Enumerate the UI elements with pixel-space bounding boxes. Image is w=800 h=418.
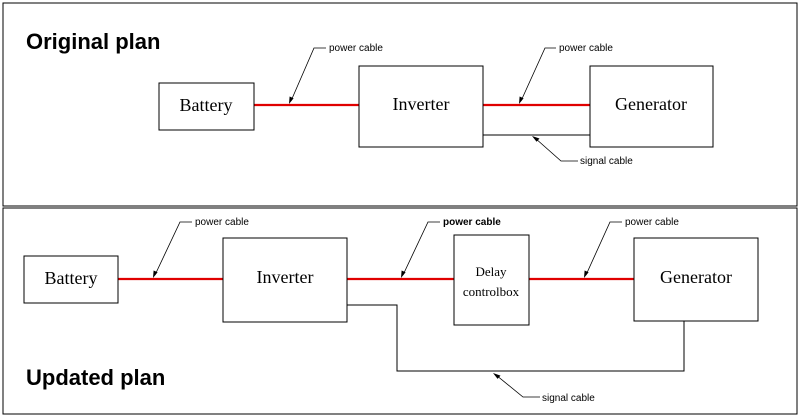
original-inverter-label: Inverter [393,94,450,114]
updated-signal-cable [347,304,685,372]
updated-plan-frame [2,207,798,415]
updated-power-cable-callout-2: power cable [401,217,501,278]
updated-plan-title: Updated plan [26,365,165,390]
updated-battery-box: Battery [23,255,119,304]
updated-inverter-label: Inverter [257,267,314,287]
original-battery-box: Battery [158,82,255,131]
updated-inverter-box: Inverter [222,237,348,323]
original-generator-box: Generator [589,65,714,148]
updated-delay-label-line2: controlbox [463,284,520,299]
original-plan-panel: Original plan Battery Inverter Generator… [2,2,798,207]
original-power-cable-callout-2: power cable [519,43,613,104]
original-inverter-box: Inverter [358,65,484,148]
updated-generator-label: Generator [660,267,732,287]
updated-power-cable-label-1: power cable [195,217,249,228]
original-signal-cable-label: signal cable [580,156,633,167]
updated-signal-cable-label: signal cable [542,393,595,404]
updated-power-cable-callout-3: power cable [584,217,679,278]
updated-delay-label-line1: Delay [475,264,507,279]
original-generator-label: Generator [615,94,687,114]
original-plan-title: Original plan [26,29,160,54]
original-battery-label: Battery [180,95,233,115]
updated-plan-panel: Updated plan Battery Inverter Delay cont… [2,207,798,415]
updated-battery-label: Battery [45,268,98,288]
updated-delay-controlbox: Delay controlbox [453,234,530,326]
updated-power-cable-label-2: power cable [443,217,501,228]
original-plan-frame [2,2,798,207]
updated-generator-box: Generator [633,237,759,322]
original-power-cable-label-1: power cable [329,43,383,54]
original-power-cable-label-2: power cable [559,43,613,54]
updated-power-cable-callout-1: power cable [153,217,249,278]
updated-power-cable-label-3: power cable [625,217,679,228]
updated-signal-cable-callout: signal cable [493,373,595,404]
original-signal-cable-callout: signal cable [532,136,633,167]
original-power-cable-callout-1: power cable [289,43,383,104]
